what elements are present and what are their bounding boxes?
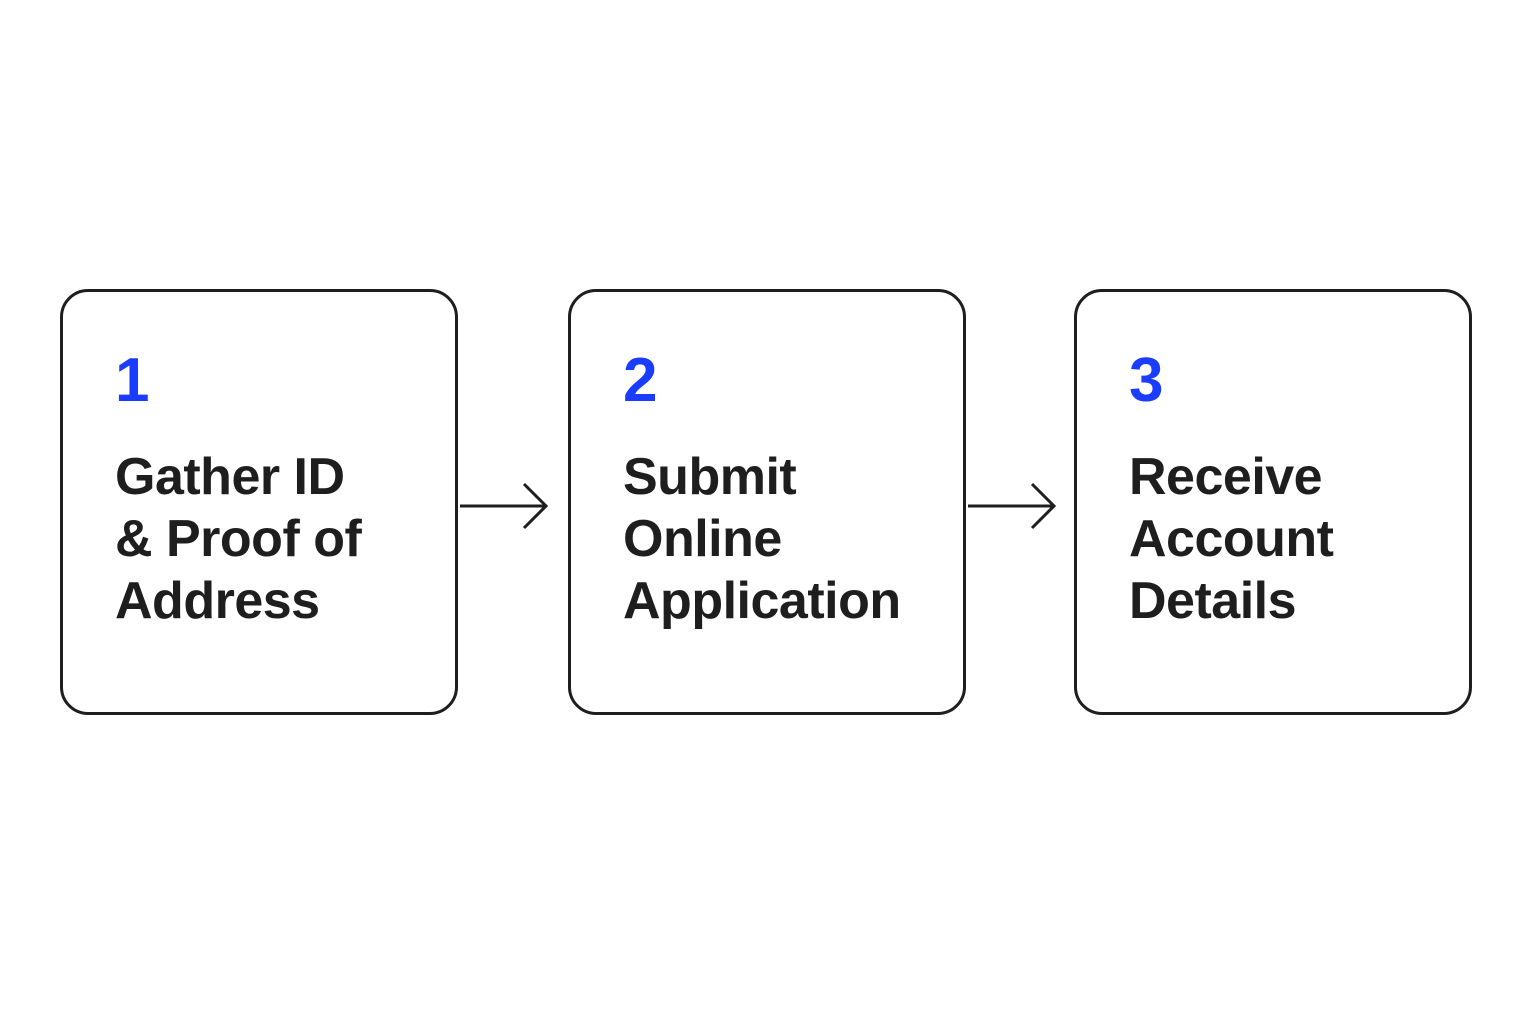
step-number: 3 <box>1129 346 1163 415</box>
step-label: Receive Account Details <box>1129 446 1459 632</box>
arrow-right-icon <box>460 482 549 530</box>
step-label: Gather ID & Proof of Address <box>115 446 445 632</box>
step-label-line: Gather ID <box>115 448 345 506</box>
step-label-line: Submit <box>623 448 797 506</box>
step-card-2: 2 Submit Online Application <box>568 289 966 715</box>
step-label-line: Address <box>115 572 320 630</box>
step-number: 1 <box>115 346 149 415</box>
step-card-3: 3 Receive Account Details <box>1074 289 1472 715</box>
step-label-line: Receive <box>1129 448 1323 506</box>
step-number: 2 <box>623 346 657 415</box>
step-label-line: Online <box>623 510 782 568</box>
arrow-right-icon <box>968 482 1057 530</box>
step-label-line: Application <box>623 572 901 630</box>
step-label: Submit Online Application <box>623 446 953 632</box>
step-card-1: 1 Gather ID & Proof of Address <box>60 289 458 715</box>
step-label-line: & Proof of <box>115 510 362 568</box>
step-label-line: Details <box>1129 572 1297 630</box>
step-label-line: Account <box>1129 510 1334 568</box>
